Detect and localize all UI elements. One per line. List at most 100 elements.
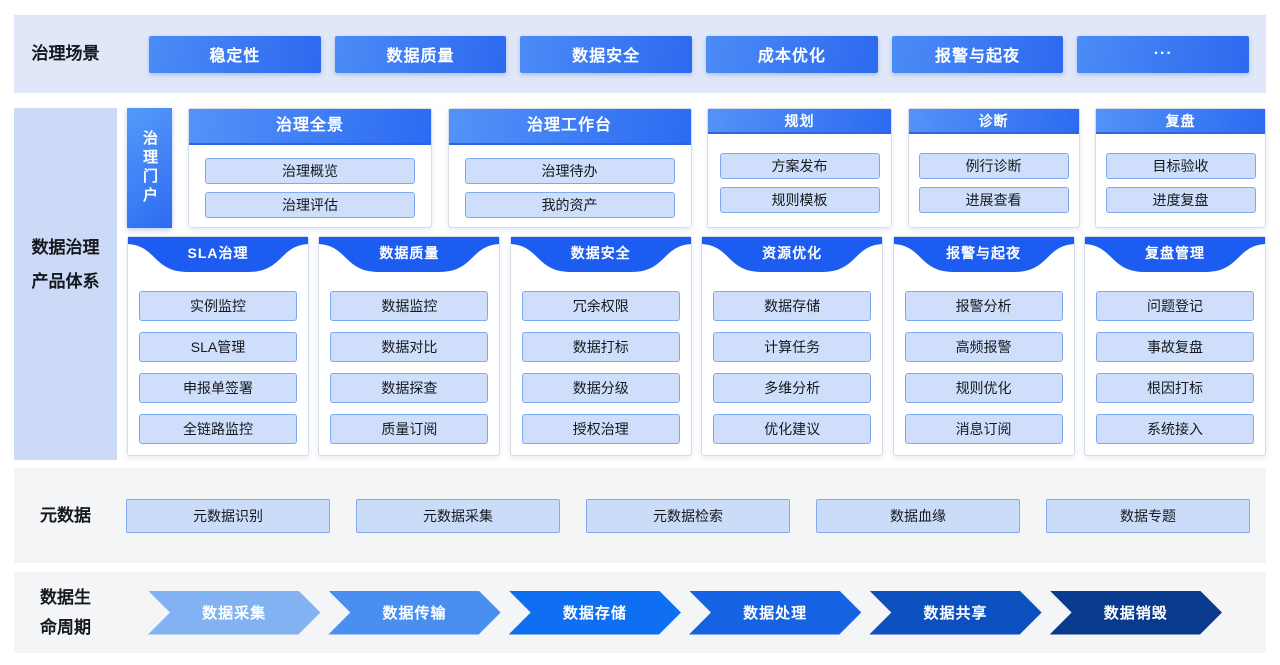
chip-data-profiling[interactable]: 数据探查 [330,373,489,403]
card-sla-governance-ribbon: SLA治理 [127,236,309,274]
chip-quality-subscription[interactable]: 质量订阅 [330,414,489,444]
chip-metadata-identification[interactable]: 元数据识别 [126,498,330,533]
card-planning: 规划 方案发布 规则模板 [707,108,892,228]
card-data-security-title: 数据安全 [570,245,631,261]
product-system-content: 治理门户 治理全景 治理概览 治理评估 治理工作台 治理待办 [127,108,1266,460]
chip-goal-acceptance[interactable]: 目标验收 [1105,153,1256,179]
chip-high-frequency-alerts[interactable]: 高频报警 [904,332,1063,362]
product-cards-row: SLA治理 实例监控 SLA管理 申报单签署 全链路监控 数据质量 [127,236,1266,456]
card-governance-panorama: 治理全景 治理概览 治理评估 [188,108,432,228]
card-governance-workbench: 治理工作台 治理待办 我的资产 [447,108,692,228]
card-data-security-ribbon: 数据安全 [510,236,692,274]
chip-progress-review[interactable]: 进度复盘 [1105,187,1256,213]
lifecycle-band-label: 数据生 命周期 [14,583,117,643]
chip-metadata-search[interactable]: 元数据检索 [586,498,790,533]
scenarios-band-label: 治理场景 [31,44,100,63]
chip-redundant-permissions[interactable]: 冗余权限 [521,291,680,321]
chip-multidim-analysis[interactable]: 多维分析 [713,373,872,403]
chip-data-monitoring[interactable]: 数据监控 [330,291,489,321]
stage-data-collection: 数据采集 [148,591,320,635]
stage-data-sharing: 数据共享 [869,591,1041,635]
chip-data-tagging[interactable]: 数据打标 [521,332,680,362]
card-governance-panorama-body: 治理概览 治理评估 [189,145,431,227]
chip-optimization-suggestions[interactable]: 优化建议 [713,414,872,444]
chip-full-link-monitoring[interactable]: 全链路监控 [139,414,297,444]
chip-data-storage[interactable]: 数据存储 [713,291,872,321]
scenario-data-security[interactable]: 数据安全 [520,35,693,73]
card-diagnosis-body: 例行诊断 进展查看 [909,134,1079,227]
portal-cards: 治理全景 治理概览 治理评估 治理工作台 治理待办 我的资产 [188,108,1266,228]
metadata-buttons: 元数据识别 元数据采集 元数据检索 数据血缘 数据专题 [126,498,1250,533]
scenario-data-quality[interactable]: 数据质量 [334,35,507,73]
scenario-stability[interactable]: 稳定性 [149,35,321,73]
card-alert-oncall-ribbon: 报警与起夜 [893,236,1075,274]
chip-compute-tasks[interactable]: 计算任务 [713,332,872,362]
governance-portal-label: 治理门户 [141,130,158,206]
card-review-management-body: 问题登记 事故复盘 根因打标 系统接入 [1085,275,1265,455]
chip-issue-registration[interactable]: 问题登记 [1095,291,1254,321]
scenario-more[interactable]: ··· [1077,35,1250,73]
card-data-security-body: 冗余权限 数据打标 数据分级 授权治理 [511,275,691,455]
scenario-buttons: 稳定性 数据质量 数据安全 成本优化 报警与起夜 ··· [149,35,1250,73]
chip-plan-publish[interactable]: 方案发布 [719,153,880,179]
product-system-section: 数据治理 产品体系 治理门户 治理全景 治理概览 治理评估 [14,108,1266,460]
chip-authorization-governance[interactable]: 授权治理 [521,414,680,444]
ribbon-shape-icon [128,237,308,272]
card-review-management-ribbon: 复盘管理 [1084,236,1266,274]
metadata-band: 元数据 元数据识别 元数据采集 元数据检索 数据血缘 数据专题 [14,468,1266,563]
chip-data-comparison[interactable]: 数据对比 [330,332,489,362]
chip-instance-monitoring[interactable]: 实例监控 [139,291,297,321]
chip-data-lineage[interactable]: 数据血缘 [816,498,1020,533]
card-sla-governance-title: SLA治理 [187,245,249,261]
chip-governance-todo[interactable]: 治理待办 [464,158,675,184]
card-review-title: 复盘 [1096,109,1265,134]
chip-governance-assessment[interactable]: 治理评估 [205,192,415,218]
card-data-quality-title: 数据质量 [379,245,440,261]
product-system-label-line1: 数据治理 [31,238,100,257]
chip-system-access[interactable]: 系统接入 [1095,414,1254,444]
card-governance-workbench-body: 治理待办 我的资产 [449,145,691,227]
card-data-quality-body: 数据监控 数据对比 数据探查 质量订阅 [319,275,499,455]
scenario-cost-optimization[interactable]: 成本优化 [706,35,878,73]
chip-sla-management[interactable]: SLA管理 [139,332,297,362]
card-review: 复盘 目标验收 进度复盘 [1095,108,1266,228]
chip-data-topics[interactable]: 数据专题 [1046,498,1250,533]
ribbon-shape-icon [893,237,1074,272]
chip-progress-view[interactable]: 进展查看 [918,187,1069,213]
chip-governance-overview[interactable]: 治理概览 [205,158,415,184]
card-review-management-title: 复盘管理 [1144,245,1205,261]
lifecycle-label-line2: 命周期 [40,617,91,637]
card-data-security: 数据安全 冗余权限 数据打标 数据分级 授权治理 [509,236,692,456]
chip-rule-optimization[interactable]: 规则优化 [904,373,1063,403]
scenario-alert-oncall[interactable]: 报警与起夜 [891,35,1064,73]
card-resource-optimization-body: 数据存储 计算任务 多维分析 优化建议 [702,275,882,455]
chip-alert-analysis[interactable]: 报警分析 [904,291,1063,321]
chip-message-subscription[interactable]: 消息订阅 [904,414,1063,444]
card-review-body: 目标验收 进度复盘 [1096,134,1265,227]
chip-routine-diagnosis[interactable]: 例行诊断 [918,153,1069,179]
card-governance-workbench-title: 治理工作台 [448,109,691,145]
stage-data-storage: 数据存储 [509,591,681,635]
chip-root-cause-tagging[interactable]: 根因打标 [1095,373,1254,403]
chip-incident-review[interactable]: 事故复盘 [1095,332,1254,362]
chip-rule-template[interactable]: 规则模板 [719,187,880,213]
lifecycle-band: 数据生 命周期 数据采集 数据传输 数据存储 数据处理 数据共享 数据销毁 [14,572,1266,653]
card-planning-title: 规划 [708,109,891,134]
card-diagnosis-title: 诊断 [908,109,1079,134]
scenarios-band: 治理场景 稳定性 数据质量 数据安全 成本优化 报警与起夜 ··· [14,15,1266,93]
lifecycle-label-line1: 数据生 [40,587,91,607]
chip-metadata-collection[interactable]: 元数据采集 [356,498,560,533]
card-review-management: 复盘管理 问题登记 事故复盘 根因打标 系统接入 [1083,236,1266,456]
card-resource-optimization-ribbon: 资源优化 [701,236,883,274]
card-alert-oncall-title: 报警与起夜 [946,245,1022,261]
card-resource-optimization: 资源优化 数据存储 计算任务 多维分析 优化建议 [701,236,884,456]
ribbon-shape-icon [702,237,883,272]
chip-my-assets[interactable]: 我的资产 [464,192,675,218]
ribbon-shape-icon [510,237,691,272]
chip-data-classification[interactable]: 数据分级 [521,373,680,403]
product-system-label-line2: 产品体系 [31,272,100,291]
stage-data-processing: 数据处理 [689,591,861,635]
card-governance-panorama-title: 治理全景 [189,109,431,145]
chip-declaration-signing[interactable]: 申报单签署 [139,373,297,403]
